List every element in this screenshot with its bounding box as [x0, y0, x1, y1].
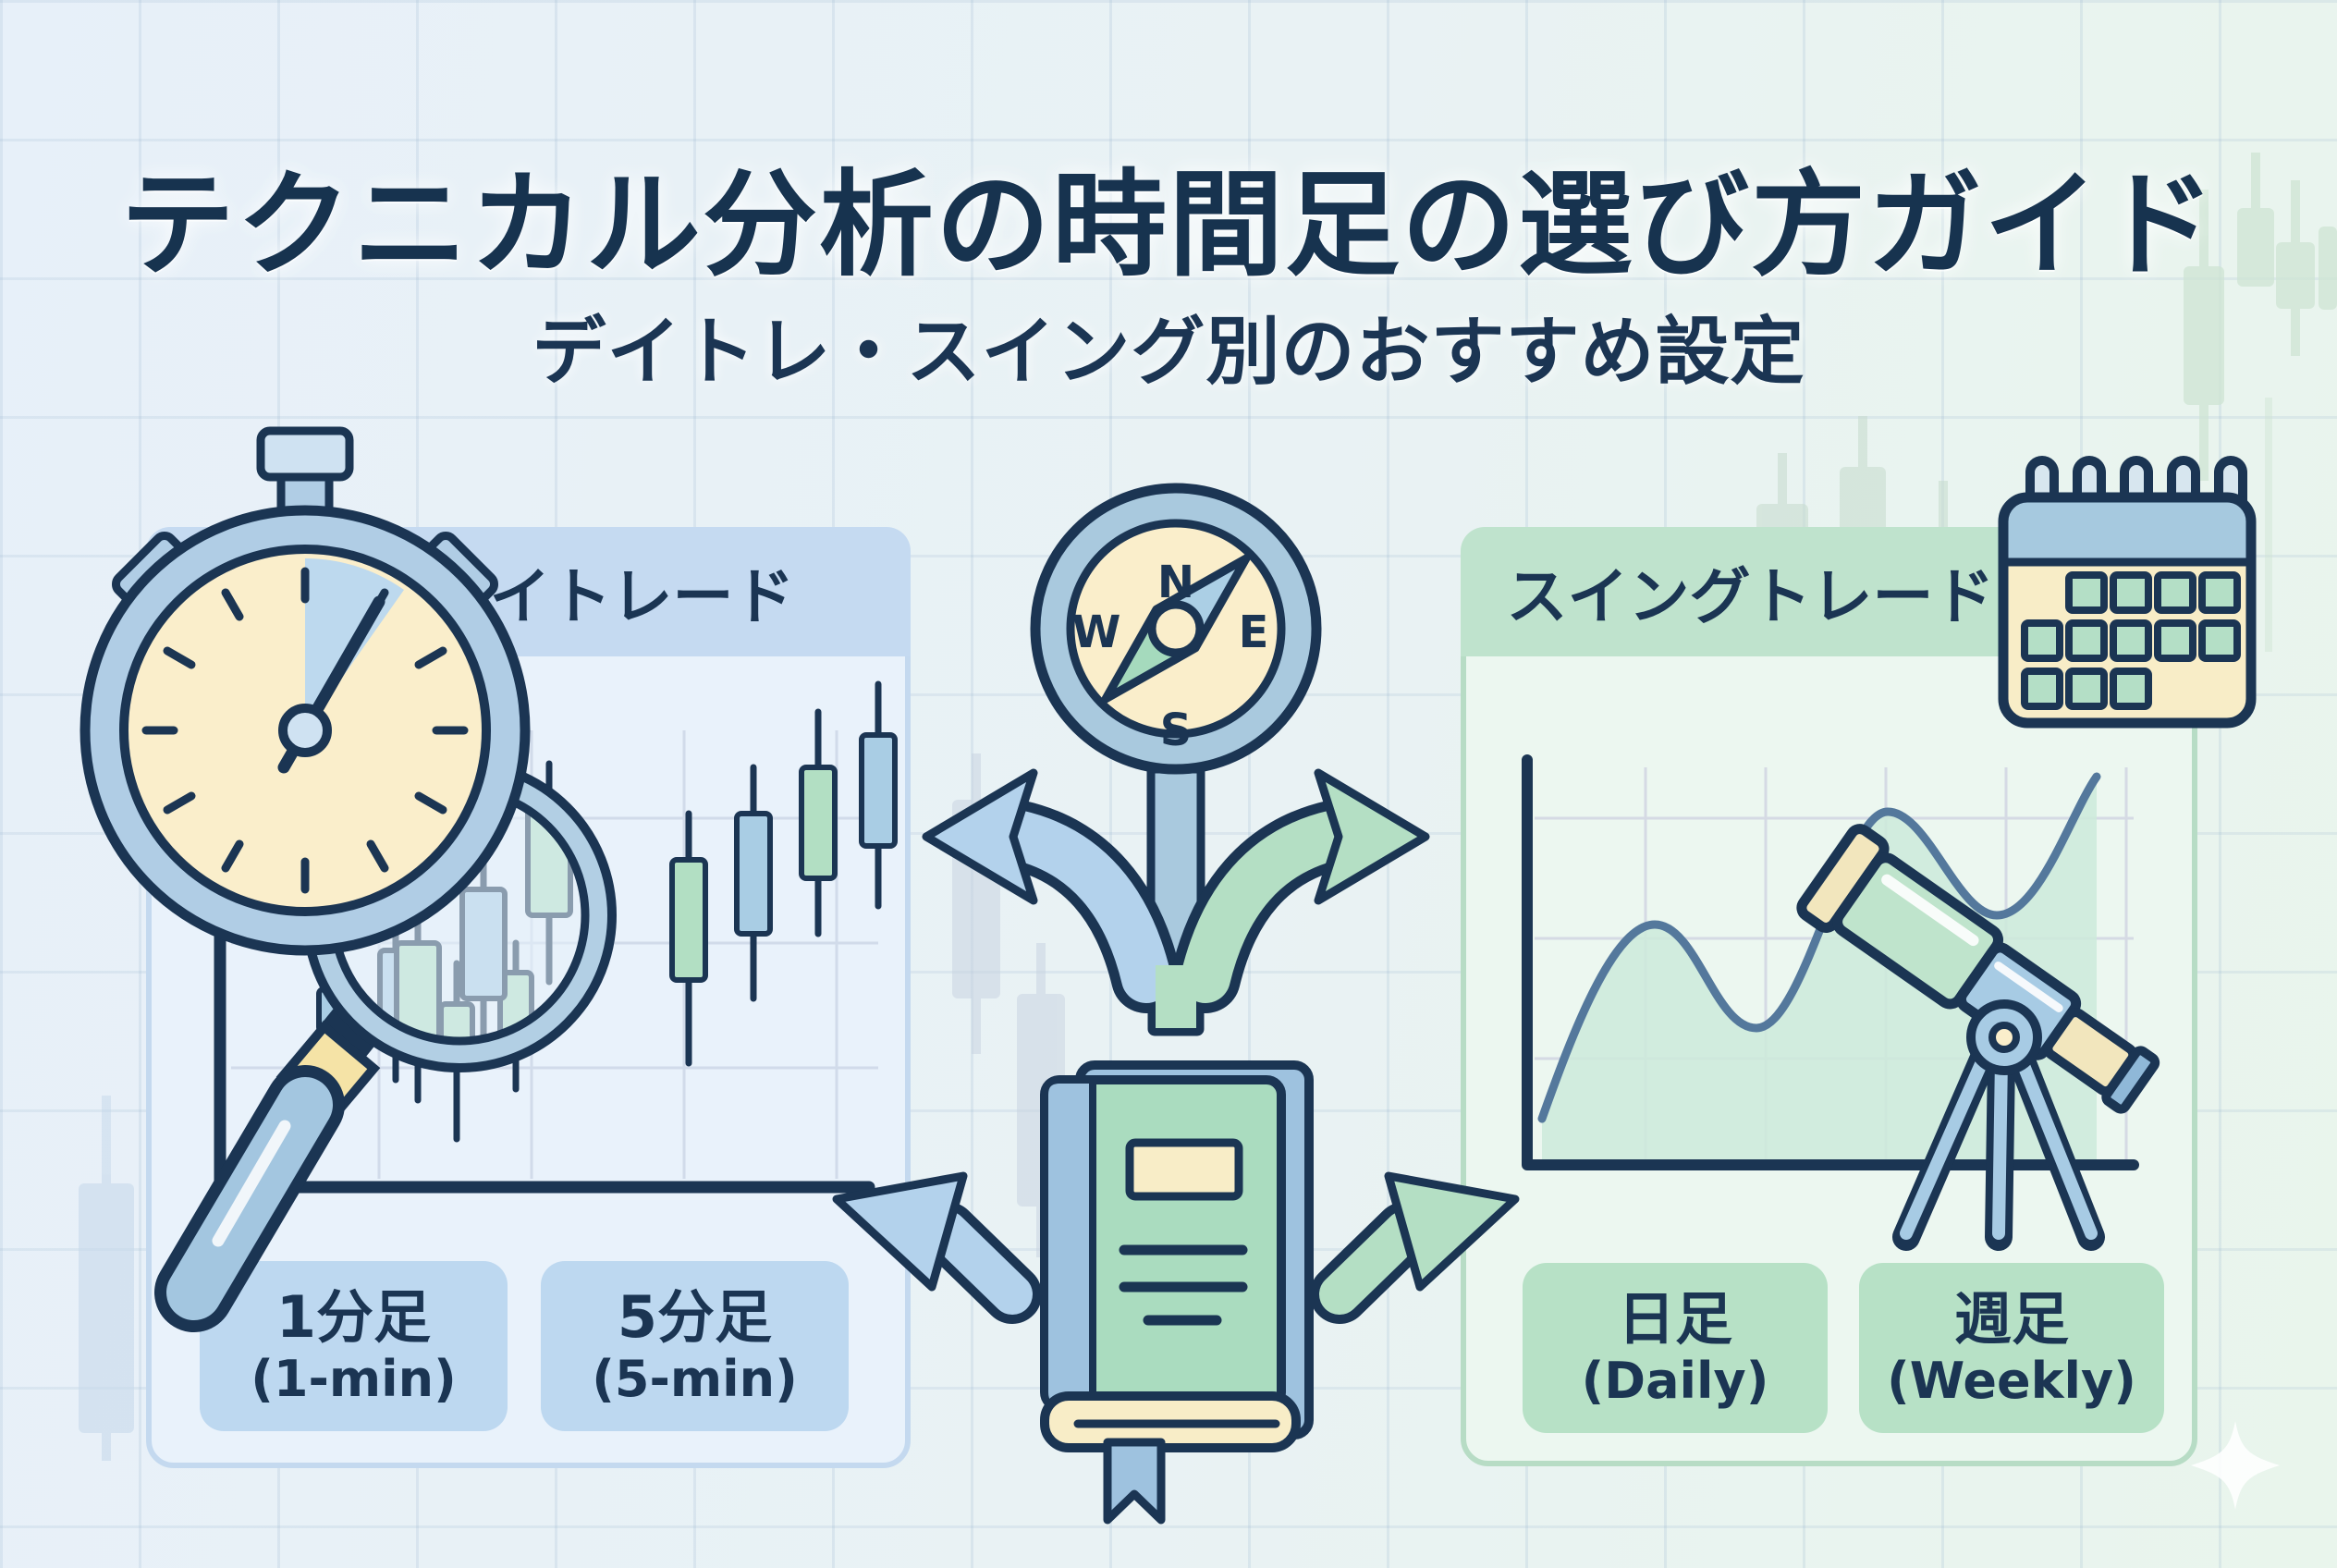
- day-trade-panel: デイトレード 1分足 (1-min) 5分足 (5-min): [146, 527, 911, 1468]
- watermark-candles-center: [952, 753, 1065, 1257]
- timeframe-badge-1min[interactable]: 1分足 (1-min): [200, 1261, 508, 1431]
- compass-label-north: N: [1157, 557, 1194, 608]
- branch-arrows: [922, 765, 1430, 1036]
- badge-label-jp: 週足: [1953, 1285, 2069, 1354]
- timeframe-badge-weekly[interactable]: 週足 (Weekly): [1859, 1263, 2164, 1433]
- compass-label-east: E: [1239, 606, 1269, 658]
- swing-trade-panel: スイングトレード 日足 (Daily) 週足 (Weekly): [1461, 527, 2197, 1466]
- badge-label-jp: 日足: [1617, 1285, 1732, 1354]
- badge-label-en: (5-min): [592, 1349, 798, 1408]
- page-title: テクニカル分析の時間足の選び方ガイド: [119, 159, 2217, 292]
- badge-label-en: (Daily): [1581, 1351, 1769, 1410]
- left-branch-arrowhead: [922, 768, 1038, 905]
- timeframe-badge-daily[interactable]: 日足 (Daily): [1523, 1263, 1828, 1433]
- compass-icon: N E S W: [1030, 483, 1322, 775]
- page-subtitle: デイトレ・スイング別のおすすめ設定: [532, 309, 1805, 395]
- right-branch-arrowhead: [1314, 768, 1430, 905]
- swing-trade-header: スイングトレード: [1461, 527, 2197, 656]
- sparkle-icon: [2191, 1421, 2280, 1510]
- badge-label-en: (Weekly): [1887, 1351, 2136, 1410]
- badge-label-en: (1-min): [251, 1349, 457, 1408]
- compass-label-south: S: [1160, 704, 1193, 756]
- day-trade-header: デイトレード: [146, 527, 911, 656]
- badge-label-jp: 1分足: [275, 1283, 432, 1352]
- timeframe-badge-5min[interactable]: 5分足 (5-min): [541, 1261, 849, 1431]
- compass-label-west: W: [1072, 606, 1121, 658]
- badge-label-jp: 5分足: [617, 1283, 773, 1352]
- book-icon: [1040, 1060, 1314, 1525]
